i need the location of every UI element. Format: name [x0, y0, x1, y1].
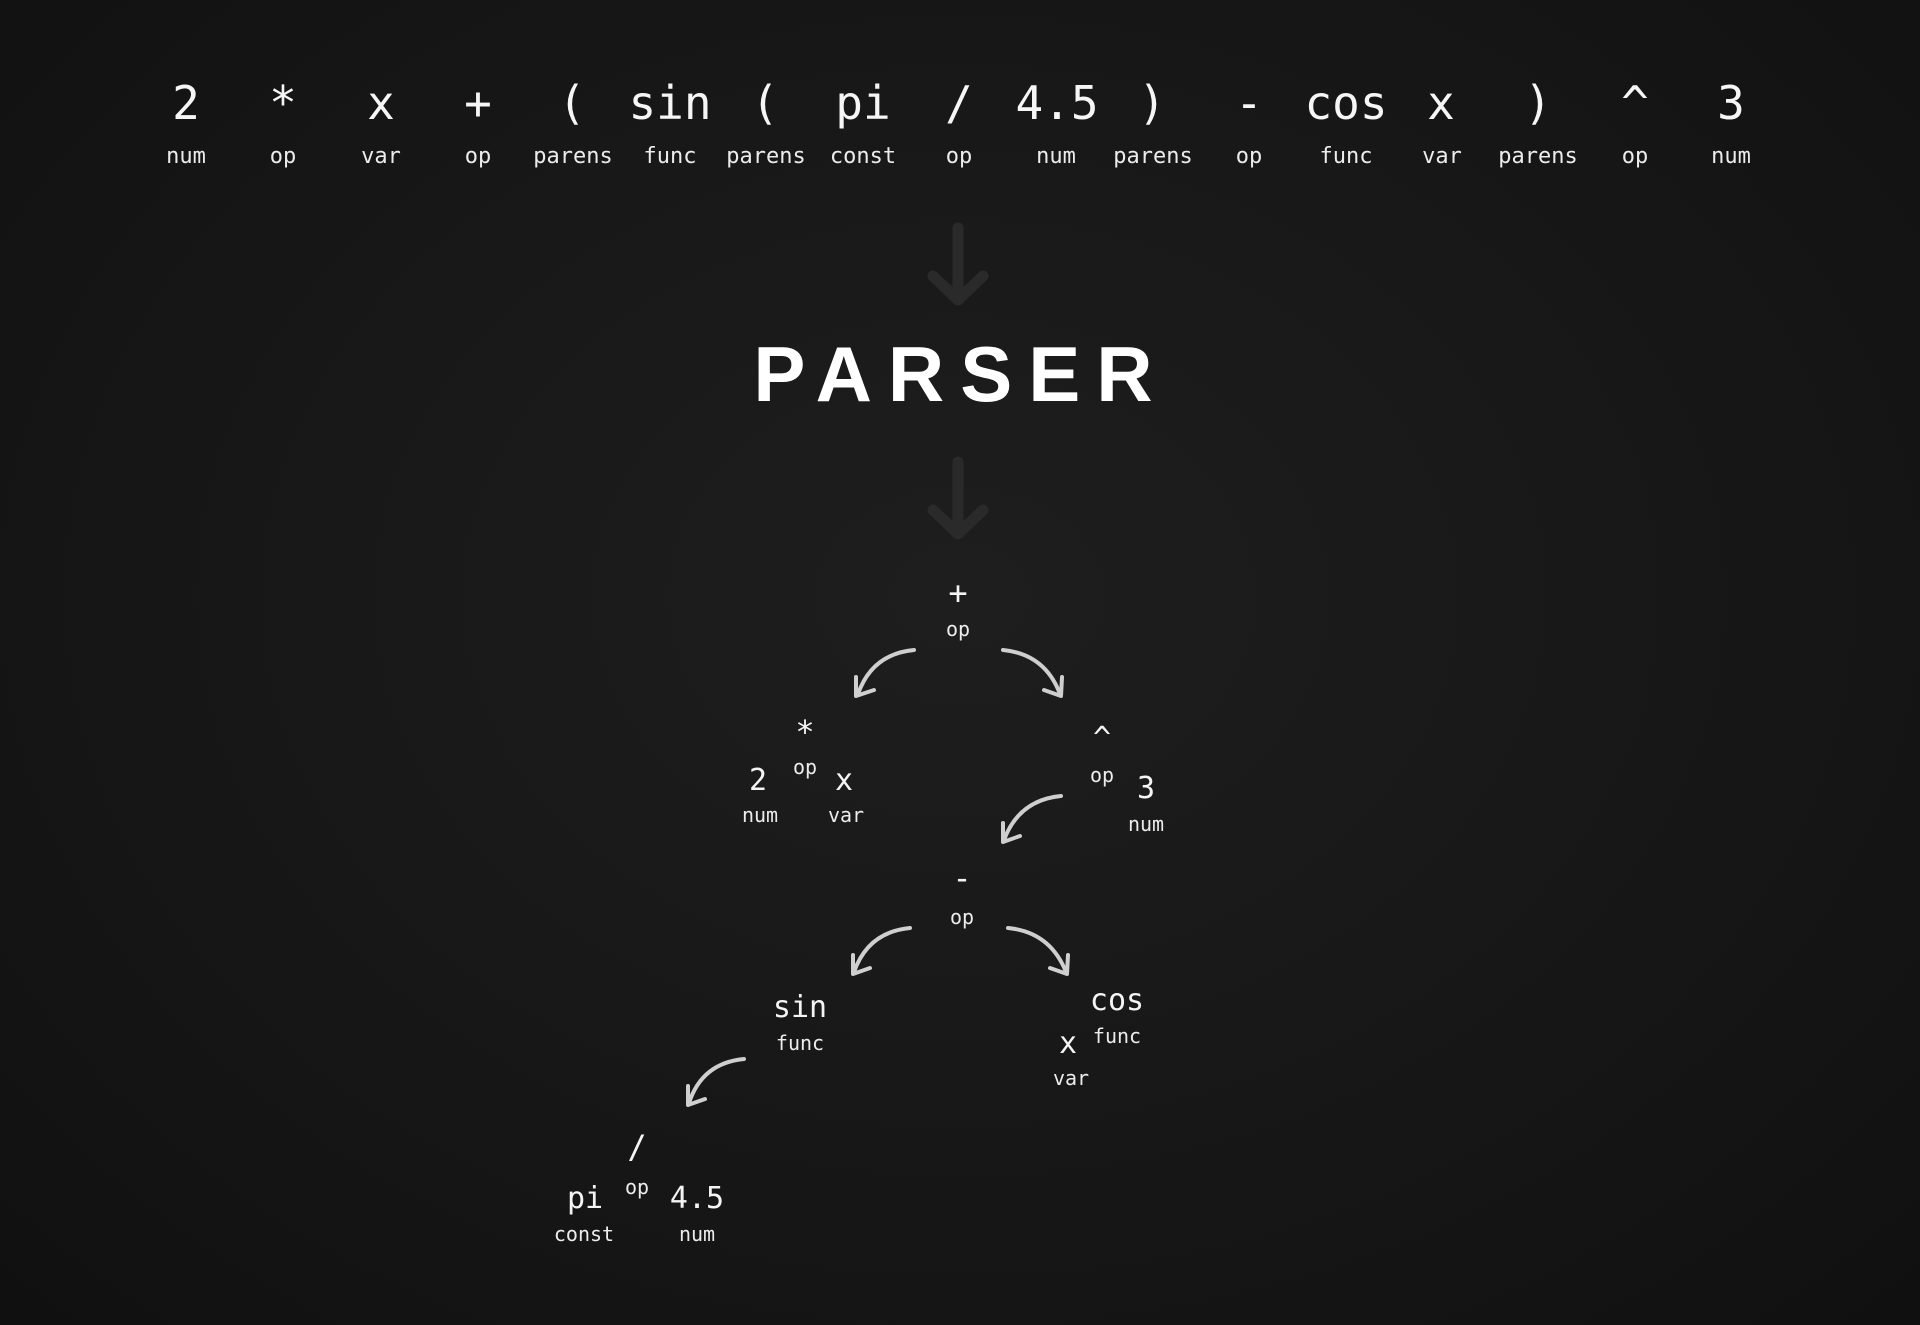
node-value: /: [627, 1128, 647, 1166]
token-value: *: [269, 76, 297, 130]
token-value: x: [367, 76, 395, 130]
token-value: x: [1427, 76, 1455, 130]
node-value: pi: [566, 1181, 604, 1216]
node-type: op: [624, 1175, 650, 1199]
node-value: cos: [1089, 983, 1145, 1018]
token-type: parens: [533, 144, 613, 169]
token-value: /: [945, 76, 973, 130]
token-type: op: [1621, 144, 1649, 169]
node-value: x: [1058, 1026, 1078, 1061]
node-type: func: [775, 1031, 825, 1055]
node-type: num: [678, 1222, 716, 1246]
node-value: -: [952, 859, 972, 897]
token-value: cos: [1304, 76, 1388, 130]
token-type: parens: [1498, 144, 1578, 169]
token-value: 3: [1717, 76, 1745, 130]
parser-title: PARSER: [753, 330, 1169, 418]
arrowhead-icon: [1001, 821, 1022, 844]
arrowhead-icon: [686, 1084, 707, 1107]
node-type: op: [949, 905, 975, 929]
token-value: ^: [1621, 76, 1649, 130]
node-type: var: [827, 803, 865, 827]
node-type: const: [553, 1222, 615, 1246]
token-type: num: [1036, 144, 1076, 169]
down-arrow-icon: [927, 222, 989, 306]
token-type: op: [464, 144, 492, 169]
curved-arrow-icon: [856, 648, 916, 696]
token-value: ): [1138, 76, 1166, 130]
token-value: 4.5: [1015, 76, 1099, 130]
node-type: op: [945, 617, 971, 641]
token-type: num: [166, 144, 206, 169]
node-value: sin: [772, 990, 828, 1025]
node-value: *: [795, 713, 815, 751]
arrowhead-icon: [1042, 675, 1064, 698]
node-value: 2: [748, 763, 768, 798]
node-value: ^: [1092, 721, 1112, 756]
token-value: sin: [628, 76, 712, 130]
node-value: +: [948, 574, 968, 612]
token-type: parens: [726, 144, 806, 169]
token-type: num: [1711, 144, 1751, 169]
token-type: const: [829, 144, 897, 169]
curved-arrow-icon: [1006, 926, 1068, 974]
arrowhead-icon: [854, 675, 876, 698]
token-type: op: [945, 144, 973, 169]
token-type: var: [361, 144, 401, 169]
curved-arrow-icon: [1001, 648, 1062, 696]
down-arrow-icon: [927, 456, 989, 540]
node-type: op: [792, 755, 818, 779]
token-value: -: [1235, 76, 1263, 130]
token-value: ): [1524, 76, 1552, 130]
node-value: 4.5: [669, 1181, 725, 1216]
arrowhead-icon: [1048, 953, 1070, 976]
node-type: func: [1092, 1024, 1142, 1048]
node-type: num: [741, 803, 779, 827]
token-value: 2: [172, 76, 200, 130]
token-type: var: [1422, 144, 1462, 169]
token-type: op: [269, 144, 297, 169]
token-value: pi: [835, 76, 891, 130]
node-value: x: [834, 763, 854, 798]
node-type: op: [1089, 763, 1115, 787]
token-type: func: [643, 144, 697, 169]
arrowhead-icon: [851, 953, 872, 976]
token-value: (: [751, 76, 779, 130]
token-type: func: [1319, 144, 1373, 169]
token-type: parens: [1113, 144, 1193, 169]
node-type: var: [1052, 1066, 1090, 1090]
curved-arrow-icon: [1002, 794, 1063, 842]
node-type: num: [1127, 812, 1165, 836]
curved-arrow-icon: [687, 1057, 746, 1105]
token-value: +: [464, 76, 492, 130]
curved-arrow-icon: [852, 926, 912, 974]
token-type: op: [1235, 144, 1263, 169]
node-value: 3: [1136, 771, 1156, 806]
token-value: (: [558, 76, 586, 130]
